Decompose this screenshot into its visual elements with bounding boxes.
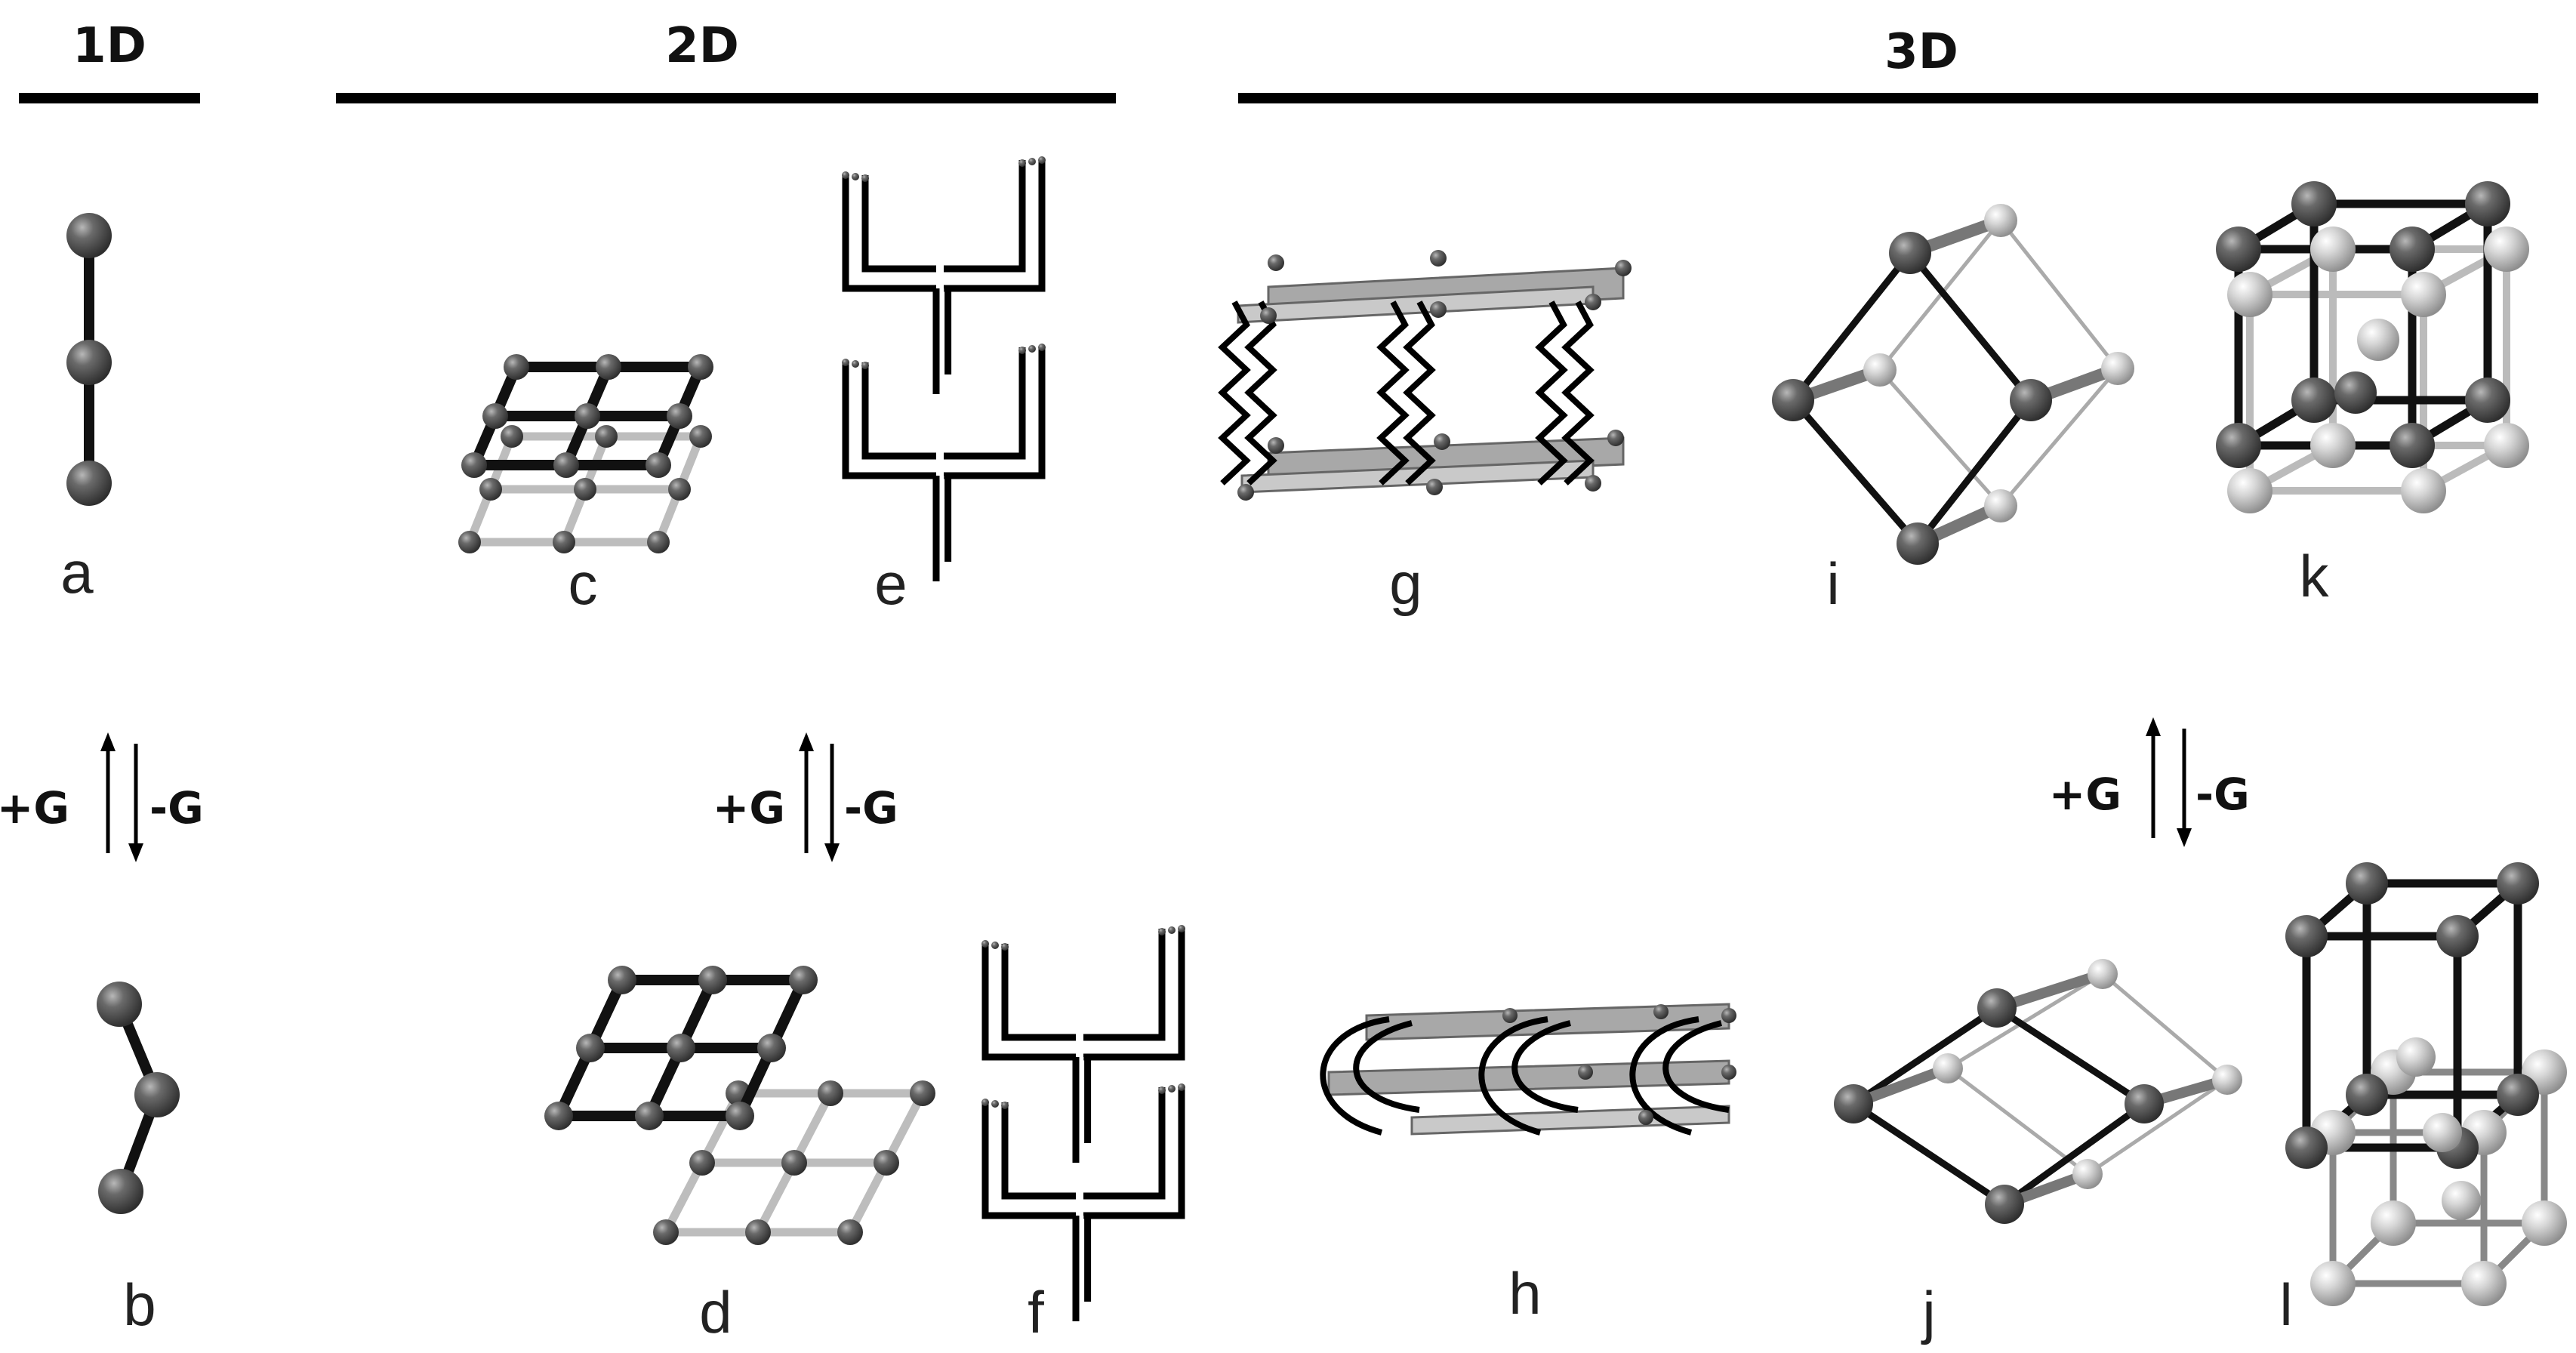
label-f: f <box>1028 1279 1044 1345</box>
label-d: d <box>699 1279 732 1345</box>
header-2d-label: 2D <box>665 18 739 74</box>
label-l: l <box>2279 1271 2292 1338</box>
label-g: g <box>1389 550 1422 617</box>
label-e: e <box>874 550 907 617</box>
structure-h-collapsed-sheets <box>1320 1003 1736 1136</box>
structure-b-zigzag-chain <box>97 982 180 1214</box>
plus-g-label: +G <box>713 782 785 834</box>
label-k: k <box>2300 543 2330 609</box>
structure-a-linear-chain <box>66 213 112 506</box>
minus-g-label: -G <box>2195 769 2250 820</box>
structure-g-pillared-sheets <box>1218 250 1632 501</box>
header-3d-label: 3D <box>1884 24 1958 80</box>
structure-f-offset-t-layers <box>981 925 1185 1321</box>
plus-g-label: +G <box>0 782 69 834</box>
structure-i-open-rhombus-framework <box>1772 204 2134 565</box>
header-1d: 1D <box>19 18 200 103</box>
label-h: h <box>1508 1260 1541 1327</box>
minus-g-label: -G <box>844 782 898 834</box>
label-a: a <box>60 539 94 606</box>
structure-l-elongated-framework <box>2285 862 2567 1306</box>
label-j: j <box>1921 1279 1935 1345</box>
structure-d-offset-grids <box>544 966 935 1245</box>
structure-e-stacked-t-layers <box>842 156 1046 581</box>
structure-j-collapsed-rhombus-framework <box>1834 959 2242 1224</box>
label-c: c <box>569 550 598 617</box>
arrow-pair-2d: +G -G <box>713 732 898 862</box>
label-i: i <box>1826 550 1839 617</box>
structure-k-cubic-framework <box>2216 181 2529 513</box>
arrow-pair-3d: +G -G <box>2049 717 2250 847</box>
arrow-pair-1d: +G -G <box>0 732 204 862</box>
header-2d: 2D <box>336 18 1116 103</box>
minus-g-label: -G <box>149 782 204 834</box>
header-1d-label: 1D <box>72 18 146 74</box>
structure-c-stacked-grids <box>458 354 713 553</box>
plus-g-label: +G <box>2049 769 2122 820</box>
header-3d: 3D <box>1238 24 2538 103</box>
label-b: b <box>123 1271 156 1338</box>
